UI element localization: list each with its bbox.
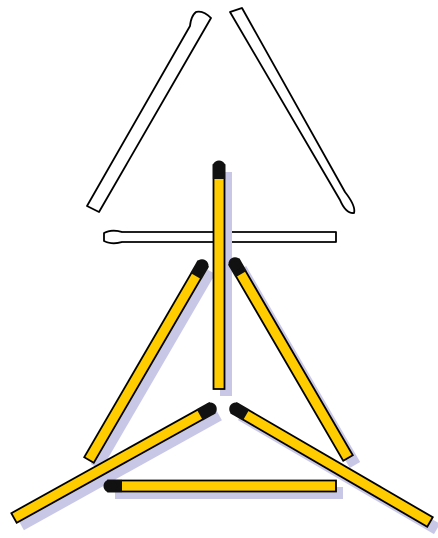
match-head-tip xyxy=(213,161,226,174)
match-body xyxy=(229,259,353,461)
match-head-tip xyxy=(204,402,217,415)
matchsticks-group xyxy=(11,161,438,535)
match-head-tip xyxy=(104,480,117,493)
matchstick-base xyxy=(104,480,337,493)
empty-stick-right xyxy=(230,8,354,213)
matchstick-vertical xyxy=(213,161,226,390)
empty-stick-left xyxy=(87,12,211,212)
match-head-tip xyxy=(229,403,242,416)
matchstick-right-slant xyxy=(228,257,352,461)
match-body xyxy=(108,481,336,492)
match-head-tip xyxy=(195,259,208,272)
match-head-tip xyxy=(229,257,242,270)
match-body xyxy=(214,165,225,389)
